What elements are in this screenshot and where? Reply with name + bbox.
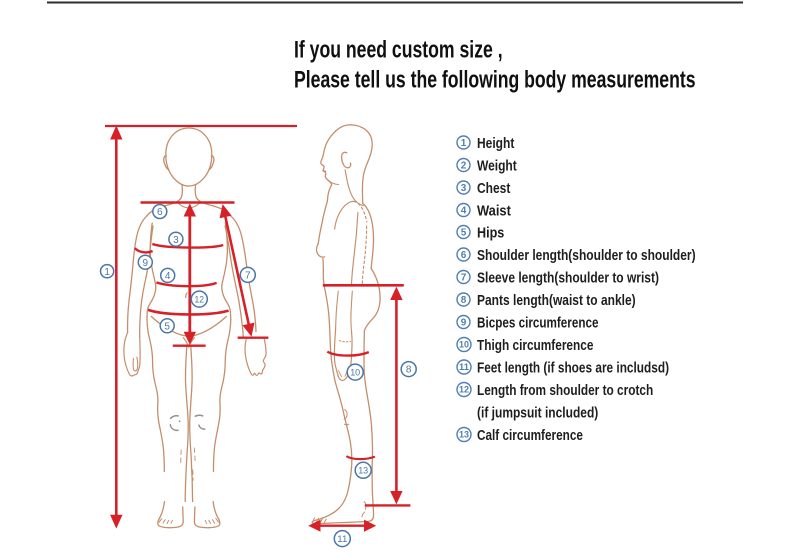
svg-text:6: 6	[461, 250, 467, 261]
svg-text:Bicpes circumference: Bicpes circumference	[477, 314, 599, 331]
svg-text:Waist: Waist	[477, 201, 511, 218]
svg-text:Chest: Chest	[477, 180, 511, 197]
svg-text:Sleeve length(shoulder to wris: Sleeve length(shoulder to wrist)	[477, 269, 659, 286]
svg-text:Calf circumference: Calf circumference	[477, 426, 583, 443]
svg-text:Height: Height	[477, 135, 515, 152]
svg-text:If you need custom size ,: If you need custom size ,	[294, 36, 503, 64]
svg-text:4: 4	[165, 271, 171, 282]
svg-text:9: 9	[461, 318, 467, 329]
svg-text:Hips: Hips	[477, 223, 505, 240]
svg-text:13: 13	[459, 430, 469, 440]
svg-text:6: 6	[157, 207, 163, 218]
svg-text:(if jumpsuit included): (if jumpsuit included)	[477, 404, 598, 421]
svg-text:5: 5	[461, 228, 467, 239]
svg-text:12: 12	[459, 385, 469, 395]
svg-text:10: 10	[350, 367, 360, 377]
svg-text:4: 4	[461, 206, 467, 217]
svg-text:3: 3	[461, 183, 467, 194]
svg-text:13: 13	[358, 466, 368, 476]
svg-text:8: 8	[461, 295, 467, 306]
svg-text:1: 1	[461, 138, 467, 149]
svg-text:Please tell us the following b: Please tell us the following body measur…	[294, 65, 696, 93]
svg-text:2: 2	[461, 161, 467, 172]
svg-text:Feet length (if shoes are incl: Feet length (if shoes are includsd)	[477, 359, 669, 376]
svg-text:5: 5	[164, 321, 170, 332]
svg-text:Length from shoulder to crotch: Length from shoulder to crotch	[477, 381, 653, 398]
svg-text:7: 7	[245, 271, 251, 282]
svg-text:3: 3	[173, 235, 179, 246]
svg-text:1: 1	[104, 267, 110, 278]
svg-text:Pants length(waist to ankle): Pants length(waist to ankle)	[477, 292, 636, 309]
svg-text:Shoulder length(shoulder to sh: Shoulder length(shoulder to shoulder)	[477, 247, 696, 264]
svg-text:11: 11	[459, 362, 469, 372]
svg-text:8: 8	[406, 365, 412, 376]
svg-text:Weight: Weight	[477, 157, 517, 174]
svg-text:9: 9	[143, 258, 149, 269]
svg-text:11: 11	[337, 534, 347, 544]
svg-text:10: 10	[459, 340, 469, 350]
svg-text:12: 12	[195, 294, 205, 304]
svg-text:Thigh circumference: Thigh circumference	[477, 336, 594, 353]
svg-text:7: 7	[461, 273, 467, 284]
